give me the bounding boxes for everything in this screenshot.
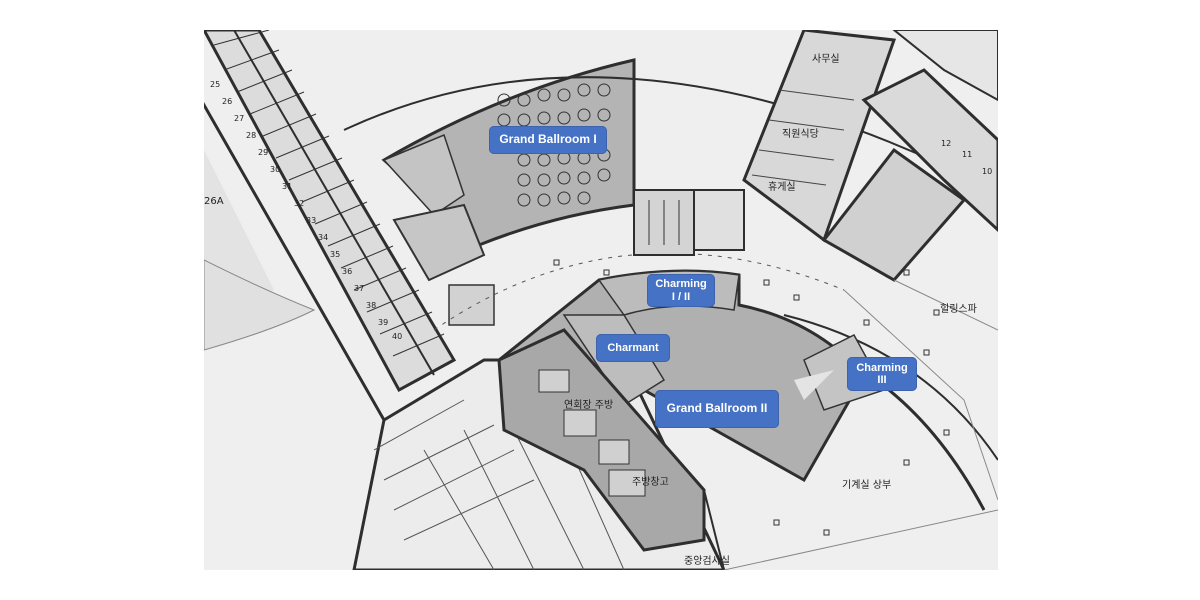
room-number: 10 [982, 167, 993, 176]
room-label-text: Grand Ballroom I [499, 132, 597, 147]
room-number: 11 [962, 150, 973, 159]
room-number: 29 [258, 148, 269, 157]
room-label-text: Charmant [607, 341, 659, 354]
room-label-text: Charming [856, 361, 908, 374]
room-number: 32 [294, 199, 305, 208]
label-office: 사무실 [812, 54, 840, 65]
label-stairs-area: 휴게실 [768, 182, 796, 193]
room-number: 26 [222, 97, 233, 106]
room-number: 30 [270, 165, 281, 174]
floor-plan-map: 25 26 27 28 29 30 31 32 33 34 35 36 37 3… [204, 30, 998, 570]
room-number: 40 [392, 332, 403, 341]
room-number: 34 [318, 233, 329, 242]
room-label-grand-ballroom-2[interactable]: Grand Ballroom II [655, 390, 779, 428]
label-kitchen-storage: 주방창고 [632, 477, 669, 488]
room-label-grand-ballroom-1[interactable]: Grand Ballroom I [489, 126, 607, 154]
label-banquet-kitchen: 연회장 주방 [564, 400, 614, 411]
room-label-text: Charming [655, 278, 707, 291]
room-number: 12 [941, 139, 952, 148]
room-label-text: III [877, 374, 887, 386]
room-number: 36 [342, 267, 353, 276]
room-number: 27 [234, 114, 245, 123]
room-number: 39 [378, 318, 389, 327]
label-machine-room-upper: 기계실 상부 [842, 480, 892, 491]
room-number: 33 [306, 216, 317, 225]
label-staff-room: 직원식당 [782, 129, 819, 140]
room-number: 38 [366, 301, 377, 310]
room-label-charmant[interactable]: Charmant [596, 334, 670, 362]
room-number: 35 [330, 250, 341, 259]
room-number: 28 [246, 131, 257, 140]
room-label-charming-3[interactable]: Charming III [847, 357, 917, 391]
room-label-text: I / II [671, 290, 691, 303]
room-number: 31 [282, 182, 293, 191]
room-label-charming-1-2[interactable]: Charming I / II [647, 274, 715, 307]
label-central-inspection: 중앙검사실 [684, 556, 730, 567]
label-healing-spa: 힐링스파 [940, 304, 977, 315]
room-number: 25 [210, 80, 221, 89]
room-number: 37 [354, 284, 365, 293]
label-area-26a: 26A [204, 196, 224, 207]
room-label-text: Grand Ballroom II [666, 401, 768, 416]
